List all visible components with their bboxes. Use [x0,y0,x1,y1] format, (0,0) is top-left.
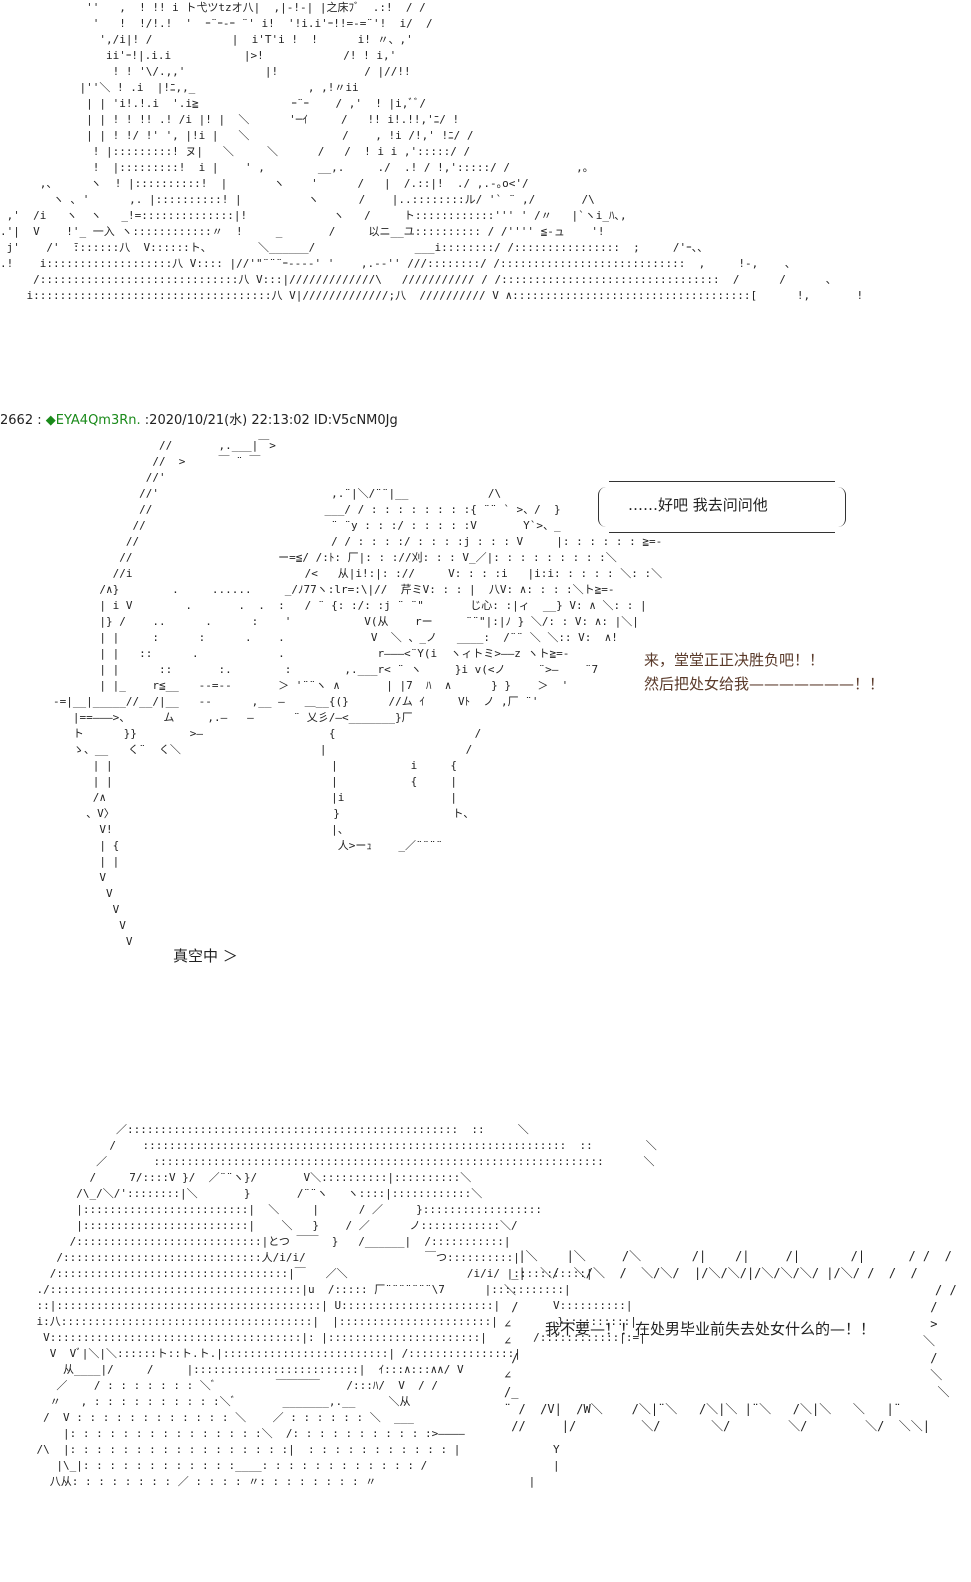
ascii-art-shocked-figure: ／:::::::::::::::::::::::::::::::::::::::… [36,1123,657,1488]
shout-text: 我不要—！！在处男毕业前失去处女什么的—！！ [545,1320,876,1338]
post-header: 2662 : ◆EYA4Qm3Rn. :2020/10/21(水) 22:13:… [0,409,398,428]
bubble-text: ……好吧 我去问问他 [628,496,768,514]
challenge-speech: 来，堂堂正正决胜负吧！！ 然后把处女给我———————！！ [644,648,884,696]
post-separator: : [37,413,42,428]
ascii-art-slash-figure: // ,.___|￣> // > ￣ ¨ ￣ //' //' ,.¨|＼/¨¨|… [52,439,663,948]
post-number: 2662 [0,413,34,428]
speech-bubble-top-right [598,481,846,533]
post-datetime: :2020/10/21(水) 22:13:02 [144,413,310,428]
poster-name-link[interactable]: EYA4Qm3Rn. [55,413,141,428]
challenge-line-1: 来，堂堂正正决胜负吧！！ [644,651,825,669]
ascii-art-top-figure: '' , ! !! i ト弋ツtzオ八| ,|-!-| |之床ﾌﾞ .:! / … [0,1,864,302]
trip-diamond-icon: ◆ [45,413,56,428]
shout-bubble-frame: |＼ |＼ /＼ /| /| /| /| / / / _| ＼/ ＼/＼ / ＼… [504,1249,957,1433]
challenge-line-2: 然后把处女给我———————！！ [644,675,885,693]
post-id: ID:V5cNM0Jg [313,413,398,428]
vacuum-label: 真空中 ＞ [173,947,238,965]
